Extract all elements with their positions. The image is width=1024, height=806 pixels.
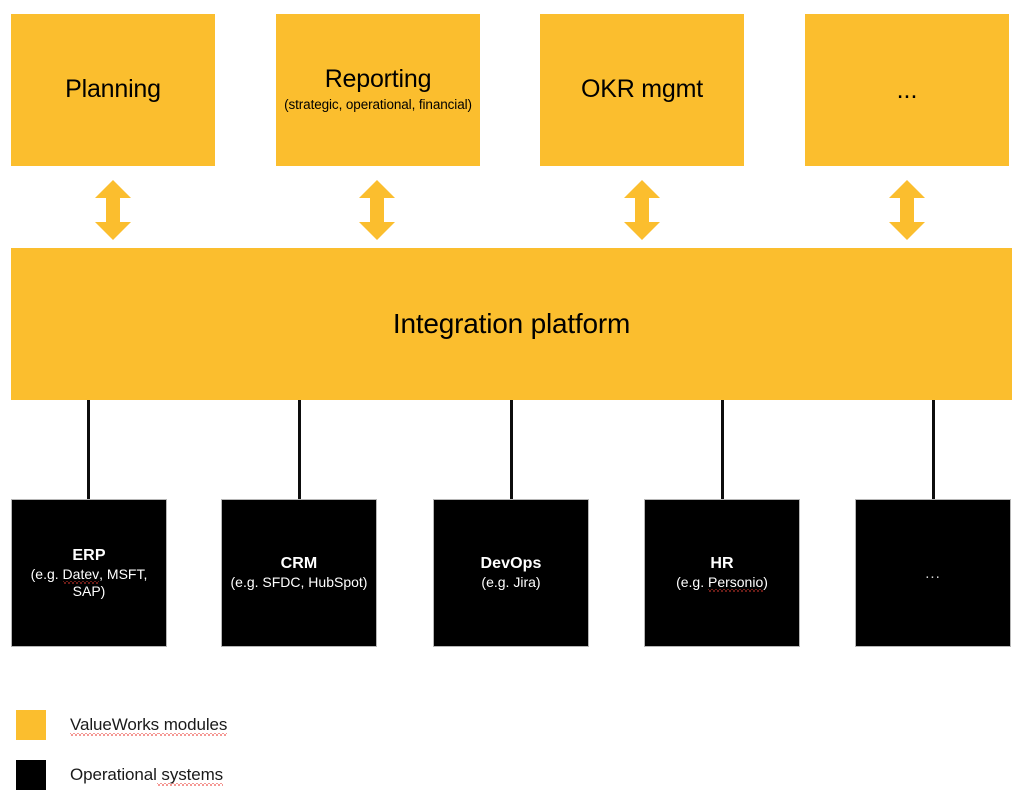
legend-label-rest: modules (159, 715, 228, 734)
legend-label-prefix: Operational (70, 765, 157, 784)
integration-platform-bar[interactable]: Integration platform (11, 248, 1012, 400)
system-subtitle: (e.g. SFDC, HubSpot) (231, 574, 368, 591)
double-headed-arrow-icon (889, 180, 925, 240)
system-subtitle-misspelled: Personio (707, 574, 764, 591)
system-subtitle-prefix: (e.g. (30, 565, 63, 582)
double-headed-arrow-icon (95, 180, 131, 240)
system-subtitle: (e.g. Jira) (481, 574, 540, 591)
module-box-planning[interactable]: Planning (11, 14, 215, 166)
connector-line (510, 400, 513, 500)
legend-item-valueworks-modules: ValueWorks modules (16, 710, 227, 740)
legend-label-misspelled: ValueWorks (70, 715, 160, 734)
legend-label-misspelled: systems (156, 765, 224, 784)
system-subtitle-misspelled: Datev (62, 565, 100, 582)
system-subtitle-prefix: (e.g. (676, 574, 708, 591)
system-subtitle-prefix: (e.g. (230, 574, 263, 591)
system-box-more[interactable]: ... (855, 499, 1011, 647)
system-subtitle-suffix: ) (763, 574, 768, 591)
system-subtitle: (e.g. Datev, MSFT, SAP) (16, 566, 162, 600)
system-subtitle-suffix: SFDC, HubSpot) (262, 574, 368, 591)
module-title: ... (896, 75, 918, 104)
legend-label: Operational systems (70, 765, 223, 785)
connector-line (721, 400, 724, 500)
system-subtitle-prefix: (e.g. (481, 574, 514, 591)
connector-line (298, 400, 301, 500)
module-box-okr-mgmt[interactable]: OKR mgmt (540, 14, 744, 166)
module-title: OKR mgmt (580, 75, 704, 104)
system-box-hr[interactable]: HR (e.g. Personio) (644, 499, 800, 647)
connector-line (932, 400, 935, 500)
system-box-erp[interactable]: ERP (e.g. Datev, MSFT, SAP) (11, 499, 167, 647)
module-title: Planning (65, 75, 161, 104)
system-title: ... (925, 564, 941, 582)
double-headed-arrow-icon (359, 180, 395, 240)
legend-item-operational-systems: Operational systems (16, 760, 223, 790)
legend-swatch-black (16, 760, 46, 790)
system-subtitle-suffix: , MSFT, SAP) (72, 565, 148, 599)
double-headed-arrow-icon (624, 180, 660, 240)
system-title: DevOps (480, 554, 542, 572)
system-box-crm[interactable]: CRM (e.g. SFDC, HubSpot) (221, 499, 377, 647)
system-title: CRM (280, 554, 318, 572)
connector-line (87, 400, 90, 500)
module-box-more[interactable]: ... (805, 14, 1009, 166)
system-subtitle: (e.g. Personio) (676, 574, 768, 591)
module-title: Reporting (324, 65, 432, 94)
module-subtitle: (strategic, operational, financial) (284, 96, 472, 112)
integration-platform-label: Integration platform (392, 308, 631, 339)
legend-label: ValueWorks modules (70, 715, 227, 735)
system-subtitle-suffix: Jira) (513, 574, 541, 591)
legend-swatch-yellow (16, 710, 46, 740)
module-box-reporting[interactable]: Reporting (strategic, operational, finan… (276, 14, 480, 166)
system-title: ERP (72, 546, 106, 564)
system-title: HR (710, 554, 734, 572)
system-box-devops[interactable]: DevOps (e.g. Jira) (433, 499, 589, 647)
